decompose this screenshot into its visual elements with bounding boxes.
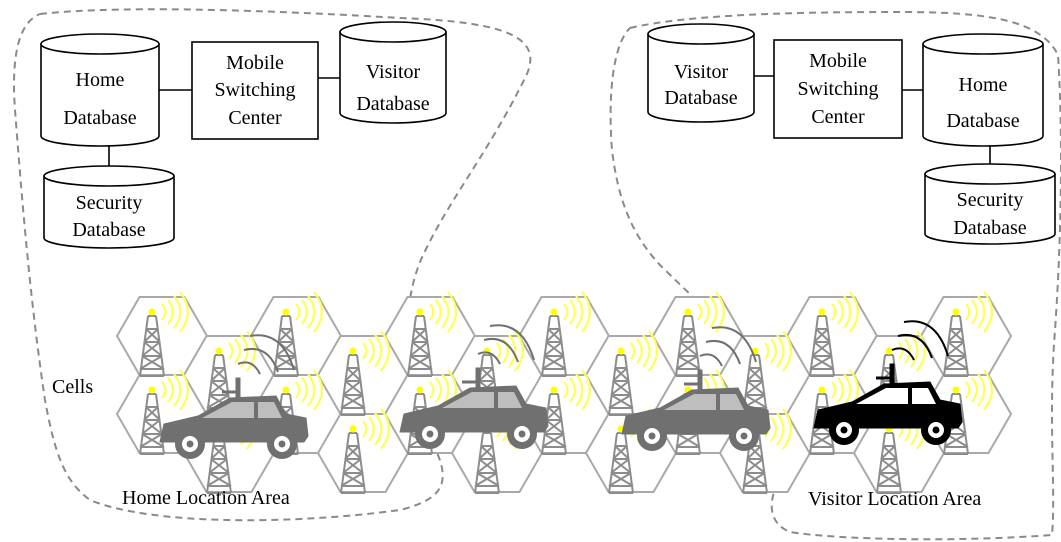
visitor-security-database: Security Database [924,163,1056,245]
home-db-label-1: Home [76,69,125,91]
home-security-db-label-2: Database [72,219,145,241]
home-security-db-label-1: Security [76,192,143,214]
car-current-icon [812,320,964,445]
visitor-msc-label-3: Center [811,106,865,128]
car-previous-icon [158,334,310,459]
visitor-security-db-label-2: Database [953,217,1026,239]
car-previous-icon [398,324,550,449]
car-previous-icon [620,326,772,451]
home-side-equipment: Home Database Mobile Switching Center Vi… [40,21,447,249]
visitor-visitor-db-label-1: Visitor [674,61,729,83]
visitor-location-area-label: Visitor Location Area [808,488,981,510]
home-security-database: Security Database [43,165,175,249]
cars [158,320,964,459]
visitor-home-db-label-2: Database [946,110,1019,132]
home-visitor-db-label-2: Database [356,93,429,115]
home-msc: Mobile Switching Center [191,41,319,140]
home-location-area-label: Home Location Area [122,487,290,509]
visitor-security-db-label-1: Security [957,189,1024,211]
home-visitor-db-label-1: Visitor [366,61,421,83]
visitor-home-db-label-1: Home [959,74,1008,96]
home-db-label-2: Database [63,107,136,129]
home-msc-label-2: Switching [214,79,295,101]
visitor-visitor-database: Visitor Database [647,23,755,123]
home-msc-label-1: Mobile [226,52,284,74]
cell-grid [115,290,1013,495]
visitor-location-area-border [609,10,1061,541]
visitor-msc: Mobile Switching Center [773,39,903,139]
home-database: Home Database [40,33,160,147]
home-visitor-database: Visitor Database [339,21,447,124]
cells-label: Cells [52,376,93,398]
visitor-home-database: Home Database [922,33,1044,147]
home-msc-label-3: Center [228,107,282,129]
home-location-area-border [13,8,532,522]
visitor-msc-label-1: Mobile [809,50,867,72]
visitor-msc-label-2: Switching [797,78,878,100]
visitor-visitor-db-label-2: Database [664,87,737,109]
visitor-side-equipment: Visitor Database Mobile Switching Center… [647,23,1056,245]
